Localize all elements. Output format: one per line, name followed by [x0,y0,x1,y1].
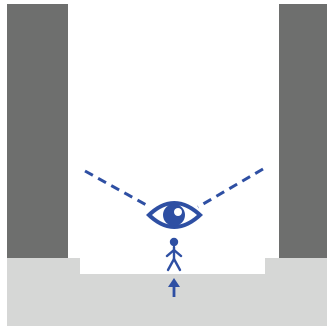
right-wall [279,4,327,258]
left-wall [7,4,68,258]
